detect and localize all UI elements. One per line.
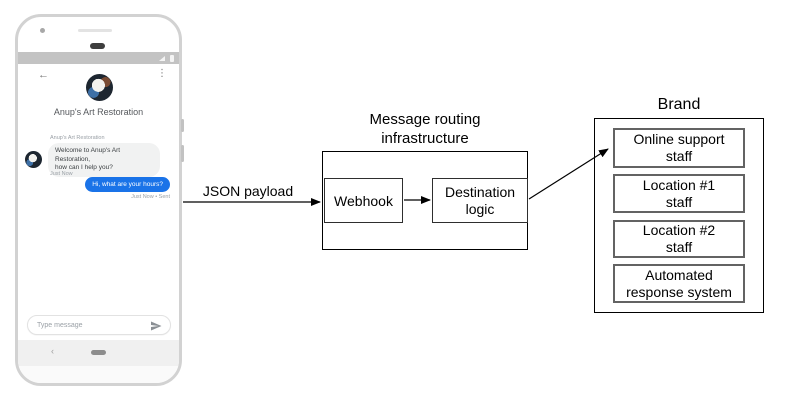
battery-icon [170, 55, 174, 62]
phone-chin [18, 366, 179, 383]
outgoing-timestamp: Just Now • Sent [131, 194, 170, 200]
speaker-grill [90, 43, 105, 49]
destination-logic-box: Destination logic [432, 178, 528, 223]
online-support-staff-box: Online support staff [613, 128, 745, 168]
json-payload-label: JSON payload [202, 183, 294, 199]
nav-home-icon[interactable] [91, 350, 106, 355]
send-icon[interactable] [150, 320, 162, 332]
status-bar [18, 52, 179, 64]
earpiece [78, 29, 112, 32]
location-1-staff-box: Location #1 staff [613, 174, 745, 213]
nav-back-icon[interactable]: ‹ [51, 346, 54, 356]
message-input[interactable]: Type message [27, 315, 171, 335]
android-nav-bar: ‹ [18, 340, 179, 366]
incoming-timestamp: Just Now [50, 171, 73, 177]
incoming-message-bubble: Welcome to Anup's Art Restoration, how c… [48, 143, 160, 177]
overflow-menu-icon[interactable]: ⋮ [157, 68, 167, 79]
routing-title: Message routing infrastructure [369, 111, 481, 147]
signal-icon [159, 56, 165, 61]
front-camera-icon [40, 28, 45, 33]
brand-container-box [594, 118, 764, 313]
conversation-title: Anup's Art Restoration [53, 107, 144, 117]
webhook-box: Webhook [324, 178, 403, 223]
message-avatar [25, 151, 42, 168]
message-input-placeholder: Type message [37, 322, 83, 329]
automated-response-system-box: Automated response system [613, 264, 745, 303]
volume-button [181, 145, 184, 162]
conversation-header: ← ⋮ Anup's Art Restoration [18, 64, 179, 130]
phone-mockup: ← ⋮ Anup's Art Restoration Anup's Art Re… [15, 14, 182, 386]
power-button [181, 119, 184, 132]
brand-title: Brand [657, 96, 701, 113]
location-2-staff-box: Location #2 staff [613, 220, 745, 258]
sender-label: Anup's Art Restoration [50, 135, 105, 141]
back-arrow-icon[interactable]: ← [38, 69, 49, 81]
brand-avatar [86, 74, 113, 101]
outgoing-message-bubble: Hi, what are your hours? [85, 177, 170, 192]
